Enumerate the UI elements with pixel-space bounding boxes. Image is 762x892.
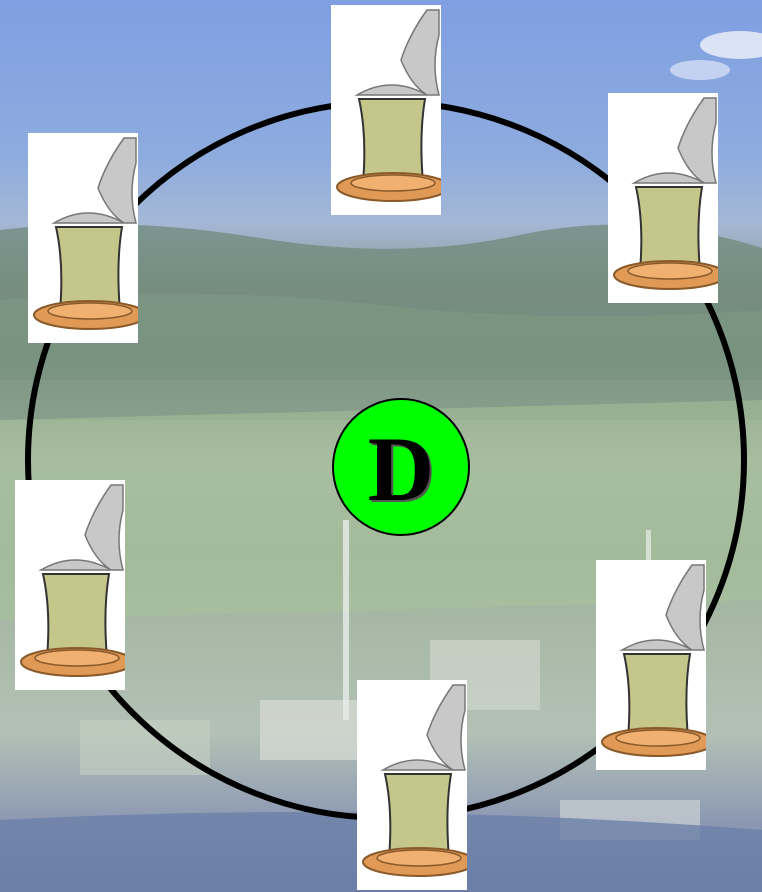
center-node: D [332,398,470,536]
node-power-plant-6 [357,680,467,890]
cooling-tower-icon [357,680,467,890]
node-power-plant-1 [331,5,441,215]
cooling-tower-icon [331,5,441,215]
center-node-label: D [368,423,434,515]
cooling-tower-icon [28,133,138,343]
node-power-plant-2 [608,93,718,303]
cooling-tower-icon [596,560,706,770]
node-power-plant-5 [596,560,706,770]
cooling-tower-icon [608,93,718,303]
node-power-plant-4 [15,480,125,690]
cooling-tower-icon [15,480,125,690]
node-power-plant-3 [28,133,138,343]
